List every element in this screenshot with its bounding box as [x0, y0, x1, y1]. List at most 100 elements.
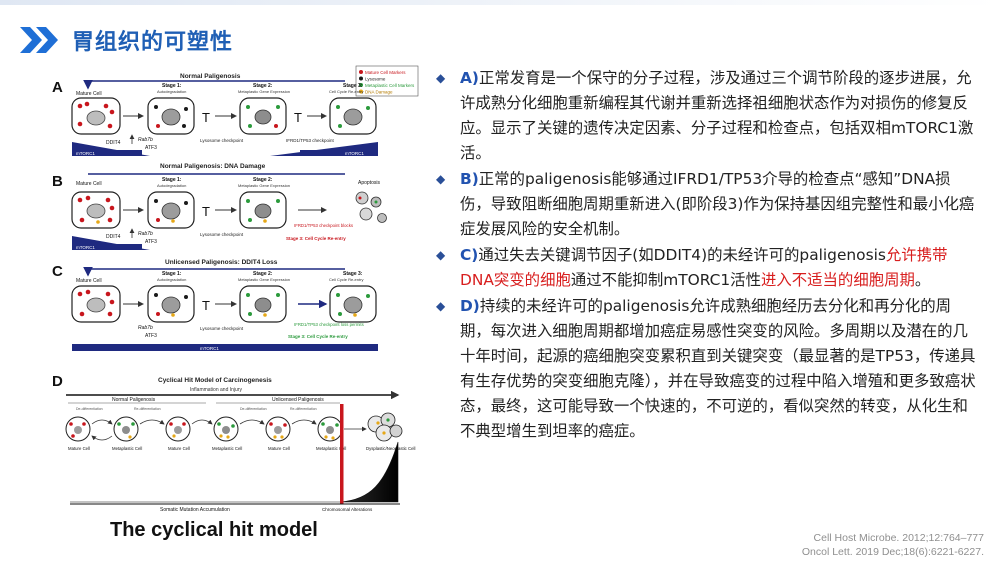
double-chevron-icon [18, 25, 62, 55]
slide-header: 胃组织的可塑性 [18, 22, 233, 58]
panel-b-letter: B [52, 173, 63, 190]
panel-a-stage2-cell [239, 97, 287, 135]
bullet-text: 通过不能抑制mTORC1活性 [570, 271, 761, 289]
panel-a-stage3-sub: Cell Cycle Re-entry [329, 89, 363, 94]
paligenosis-figure: Mature Cell Markers Lysosome Metaplastic… [40, 64, 420, 514]
panel-a-stage3-cell [329, 97, 377, 135]
bullet-text: 。 [914, 271, 931, 289]
legend-dna-damage: DNA Damage [365, 90, 393, 95]
panel-d-letter: D [52, 373, 63, 390]
panel-c-stage2: Stage 2: [253, 271, 273, 277]
panel-b-mature-label: Mature Cell [76, 181, 102, 187]
panel-c-letter: C [52, 263, 63, 280]
bullet-label: A) [460, 69, 479, 87]
bullet-a: ◆ A)正常发育是一个保守的分子过程，涉及通过三个调节阶段的逐步进展，允许成熟分… [436, 66, 976, 166]
panel-b-stage3-blocked: Stage 3: Cell Cycle Re-entry [286, 236, 346, 241]
figure-legend: Mature Cell Markers Lysosome Metaplastic… [355, 65, 419, 97]
panel-a-stage1-sub: Autodegradation [157, 89, 186, 94]
panel-d-dediff-2: De-differentiation [240, 407, 267, 411]
panel-d-cell-label: Metaplastic Cell [316, 446, 346, 451]
diamond-bullet-icon: ◆ [436, 71, 446, 85]
bullet-text: 正常的paligenosis能够通过IFRD1/TP53介导的检查点“感知”DN… [460, 170, 975, 238]
panel-b-title: Normal Paligenosis: DNA Damage [160, 163, 266, 170]
panel-c-mature-cell [71, 285, 121, 323]
highlight-text: 允许携带DNA突变的细胞 [460, 246, 948, 289]
reference-1: Cell Host Microbe. 2012;12:764–777 [813, 532, 984, 544]
panel-b-atf3: ATF3 [145, 239, 157, 245]
panel-c-mtorc: mTORC1 [200, 346, 219, 351]
panel-b-stage2-cell [239, 191, 287, 229]
panel-d-subtitle: Inflammation and Injury [190, 387, 242, 393]
panel-c-stage2-sub: Metaplastic Gene Expression [238, 277, 290, 282]
legend-metaplastic: Metaplastic Cell Markers [365, 83, 415, 88]
panel-c-title: Unlicensed Paligenosis: DDIT4 Loss [165, 259, 278, 266]
svg-text:T: T [202, 298, 210, 313]
panel-d-cell-label: Mature Cell [68, 446, 90, 451]
bullet-text: 持续的未经许可的paligenosis允许成熟细胞经历去分化和再分化的周期，每次… [460, 297, 976, 440]
panel-d-cell-label: Dysplastic/Neoplastic Cell [366, 446, 415, 451]
panel-b-stage2-sub: Metaplastic Gene Expression [238, 183, 290, 188]
panel-c-stage1-sub: Autodegradation [157, 277, 186, 282]
panel-d-normal: Normal Paligenosis [112, 397, 156, 403]
highlight-text: 进入不适当的细胞周期 [760, 271, 915, 289]
panel-c-stage2-cell [239, 285, 287, 323]
panel-b-stage1-sub: Autodegradation [157, 183, 186, 188]
panel-a-mtorc-left: mTORC1 [76, 151, 95, 156]
panel-d-rediff-1: Re-differentiation [134, 407, 161, 411]
legend-mature: Mature Cell Markers [365, 70, 406, 75]
diamond-bullet-icon: ◆ [436, 299, 446, 313]
panel-a-letter: A [52, 79, 63, 96]
panel-a-mtorc-right: mTORC1 [345, 151, 364, 156]
panel-b-lysosome-cp: Lysosome checkpoint [200, 232, 244, 237]
panel-d-cell-label: Metaplastic Cell [112, 446, 142, 451]
panel-a: A Normal Paligenosis Mature Cell Stage 1… [52, 73, 378, 156]
panel-c-stage3-sub: Cell Cycle Re-entry [329, 277, 363, 282]
panel-a-stage1-cell [147, 97, 195, 135]
panel-d-unlicensed: Unlicensed Paligenosis [272, 397, 324, 403]
panel-d-rediff-2: Re-differentiation [290, 407, 317, 411]
panel-a-stage3: Stage 3: [343, 83, 363, 89]
reference-2: Oncol Lett. 2019 Dec;18(6):6221-6227. [801, 546, 984, 558]
panel-d-cell-label: Mature Cell [168, 446, 190, 451]
panel-d-cell-label: Metaplastic Cell [212, 446, 242, 451]
panel-c-rab7b: Rab7b [138, 325, 153, 331]
bullet-b: ◆ B)正常的paligenosis能够通过IFRD1/TP53介导的检查点“感… [436, 167, 976, 242]
panel-d-cell-row [65, 412, 403, 442]
panel-b-mature-cell [71, 191, 121, 229]
panel-b-stage1: Stage 1: [162, 177, 182, 183]
panel-d-title: Cyclical Hit Model of Carcinogenesis [158, 377, 272, 384]
panel-d-critical-mutation-line [340, 404, 344, 504]
bullet-d: ◆ D)持续的未经许可的paligenosis允许成熟细胞经历去分化和再分化的周… [436, 294, 976, 444]
diamond-bullet-icon: ◆ [436, 248, 446, 262]
panel-a-stage1: Stage 1: [162, 83, 182, 89]
panel-c-stage1: Stage 1: [162, 271, 182, 277]
page-title: 胃组织的可塑性 [72, 30, 234, 55]
panel-d-cell-label: Mature Cell [268, 446, 290, 451]
legend-lysosome: Lysosome [365, 77, 386, 82]
svg-text:T: T [202, 110, 210, 125]
panel-b: B Normal Paligenosis: DNA Damage Mature … [52, 163, 387, 250]
panel-c-ifrd1-cp: IFRD1/TP53 checkpoint loss permits [294, 322, 364, 327]
panel-d-dediff-1: De-differentiation [76, 407, 103, 411]
panel-a-stage2-sub: Metaplastic Gene Expression [238, 89, 290, 94]
bullet-label: C) [460, 246, 479, 264]
panel-d-cell-labels: Mature Cell Metaplastic Cell Mature Cell… [68, 446, 415, 451]
panel-c-stage3-permitted: Stage 3: Cell Cycle Re-entry [288, 334, 348, 339]
bullet-label: D) [460, 297, 480, 315]
panel-a-atf3: ATF3 [145, 145, 157, 151]
bullet-text: 正常发育是一个保守的分子过程，涉及通过三个调节阶段的逐步进展，允许成熟分化细胞重… [460, 69, 974, 162]
svg-text:T: T [294, 110, 302, 125]
panel-d-genomic: Genomic Changes [398, 461, 403, 494]
panel-c-stage1-cell [147, 285, 195, 323]
panel-b-ddit4: DDIT4 [106, 234, 121, 240]
panel-b-stage2: Stage 2: [253, 177, 273, 183]
panel-c-lysosome-cp: Lysosome checkpoint [200, 326, 244, 331]
panel-c-mature-label: Mature Cell [76, 278, 102, 284]
panel-d-somatic: Somatic Mutation Accumulation [160, 507, 230, 513]
panel-d-chromosomal: Chromosomal Alterations [322, 507, 373, 512]
panel-b-rab7b: Rab7b [138, 231, 153, 237]
bullet-c: ◆ C)通过失去关键调节因子(如DDIT4)的未经许可的paligenosis允… [436, 243, 976, 293]
panel-b-apoptotic-bodies [355, 191, 387, 223]
panel-b-stage1-cell [147, 191, 195, 229]
panel-c-atf3: ATF3 [145, 333, 157, 339]
